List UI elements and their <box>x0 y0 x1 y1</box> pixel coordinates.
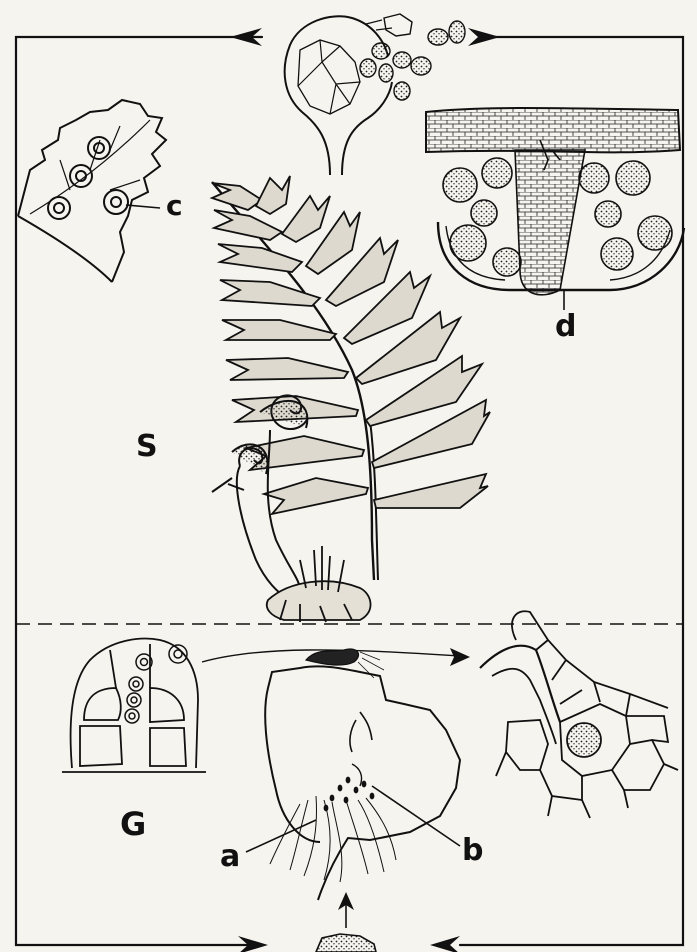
fertilization-arrow <box>202 648 470 678</box>
label-a-leader <box>246 820 316 852</box>
sporangium-dehiscing <box>285 14 412 175</box>
sperm <box>306 649 359 665</box>
label-a: a <box>220 842 240 872</box>
germinating-spore <box>316 892 376 952</box>
label-b: b <box>462 836 483 866</box>
rhizome <box>267 546 371 622</box>
antheridium-section <box>62 639 206 772</box>
egg-cell <box>567 723 601 757</box>
label-d: d <box>555 312 576 342</box>
sorus-section <box>426 108 684 295</box>
fern-sporophyte <box>212 176 490 622</box>
pinnule-with-sori <box>18 100 166 282</box>
prothallus <box>265 666 460 900</box>
arrowhead-top-right <box>468 28 500 46</box>
label-c: c <box>166 192 183 220</box>
label-gametophyte: G <box>120 808 146 840</box>
label-sporophyte: S <box>136 432 158 462</box>
archegonium-section <box>480 611 678 818</box>
arrowhead-bottom-right <box>430 936 460 952</box>
